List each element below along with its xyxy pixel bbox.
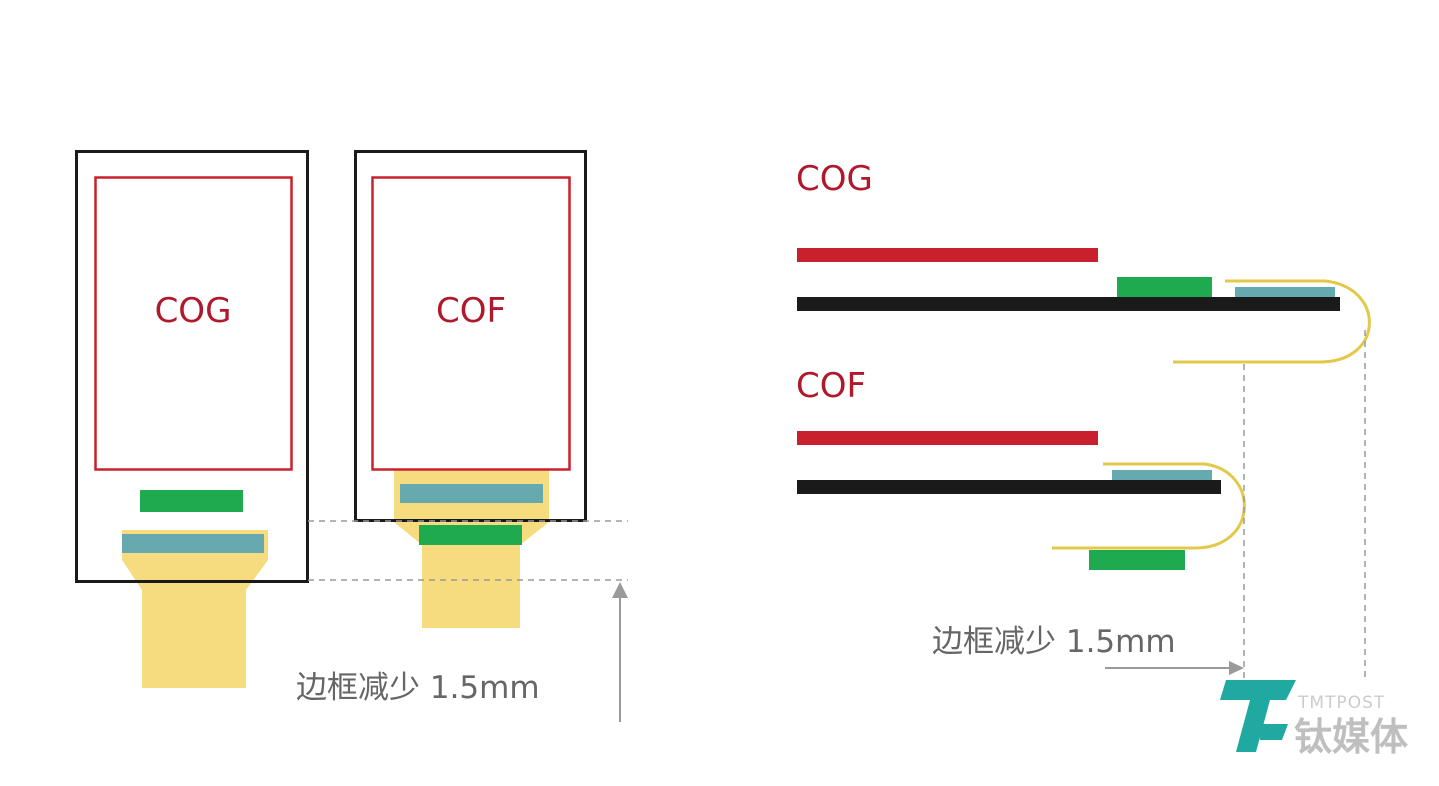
cog-side-label: COG (796, 159, 873, 199)
cof-teal-layer (400, 484, 543, 503)
left-front-view-diagram: COG COF 边框减少 1.5mm (75, 150, 628, 722)
cog-side-panel-layer (797, 248, 1098, 262)
cog-side-driver-chip (1117, 277, 1212, 297)
reduction-arrow-head (612, 582, 628, 598)
cof-side-view: COF (796, 366, 1246, 570)
cof-panel-area (371, 176, 571, 471)
watermark-brand-en: TMTPOST (1297, 693, 1385, 713)
tmtpost-watermark: TMTPOST 钛媒体 (1220, 680, 1408, 759)
cog-side-teal-layer (1235, 287, 1335, 297)
cog-flex-cable (122, 530, 268, 688)
cof-side-panel-layer (797, 431, 1098, 445)
right-reduction-label: 边框减少 1.5mm (932, 624, 1176, 660)
cog-front-label: COG (155, 291, 232, 331)
cof-side-driver-chip (1089, 550, 1185, 570)
cof-side-teal-layer (1112, 470, 1212, 480)
cof-driver-chip (419, 525, 522, 545)
cof-outer-frame (354, 150, 587, 522)
watermark-brand-cn: 钛媒体 (1294, 715, 1408, 759)
right-reduction-arrow-head (1229, 661, 1244, 675)
left-reduction-label: 边框减少 1.5mm (296, 670, 540, 706)
cof-side-glass-layer (797, 480, 1221, 494)
cog-teal-layer (122, 534, 264, 553)
cog-side-view: COG (796, 159, 1371, 364)
cof-flex-cable (394, 470, 549, 628)
cog-front-module: COG (75, 150, 309, 688)
cof-side-label: COF (796, 366, 866, 406)
tmtpost-logo-icon (1220, 680, 1296, 752)
cog-driver-chip (140, 490, 243, 512)
cog-side-glass-layer (797, 297, 1340, 311)
cof-front-label: COF (436, 291, 506, 331)
cog-panel-area (94, 176, 293, 471)
right-side-view-diagram: COG COF 边框减少 1.5mm (796, 159, 1371, 682)
cof-front-module: COF (354, 150, 587, 628)
left-reduction-indicator: 边框减少 1.5mm (296, 520, 628, 722)
right-reduction-indicator: 边框减少 1.5mm (932, 330, 1366, 682)
cog-side-flex-bend (1173, 279, 1371, 364)
cog-outer-frame (75, 150, 309, 583)
